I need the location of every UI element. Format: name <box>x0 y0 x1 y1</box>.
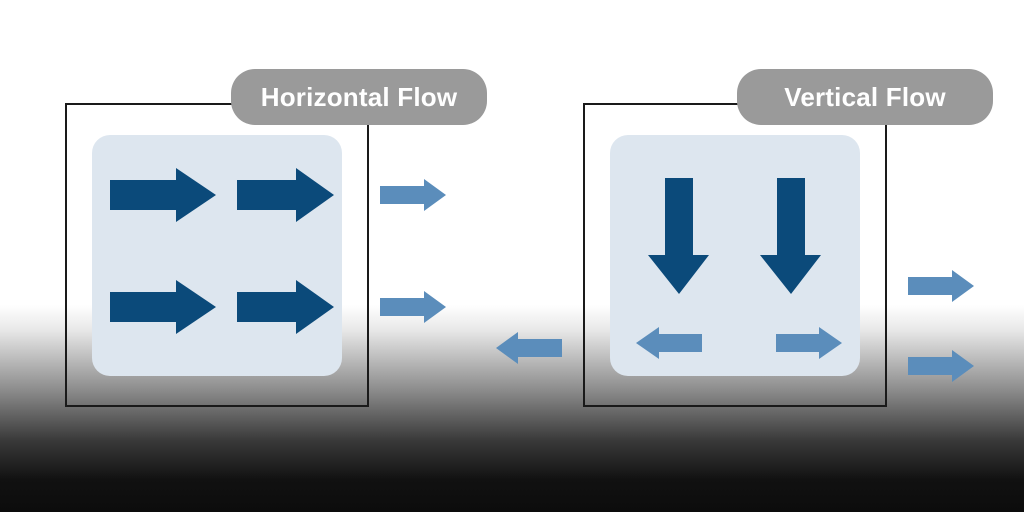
outgoing-right-arrow-icon <box>380 291 446 323</box>
down-arrow-icon <box>648 178 709 294</box>
right-arrow-icon <box>776 327 842 359</box>
left-arrow-icon <box>636 327 702 359</box>
vertical-flow-panel <box>583 103 887 407</box>
right-arrow-icon <box>110 280 216 334</box>
horizontal-flow-panel <box>65 103 369 407</box>
vertical-flow-label: Vertical Flow <box>737 69 993 125</box>
horizontal-flow-label: Horizontal Flow <box>231 69 487 125</box>
outgoing-right-arrow-icon <box>908 270 974 302</box>
down-arrow-icon <box>760 178 821 294</box>
right-arrow-icon <box>237 168 334 222</box>
right-arrow-icon <box>237 280 334 334</box>
outgoing-right-arrow-icon <box>380 179 446 211</box>
right-arrow-icon <box>110 168 216 222</box>
left-arrow-icon <box>496 332 562 364</box>
outgoing-right-arrow-icon <box>908 350 974 382</box>
